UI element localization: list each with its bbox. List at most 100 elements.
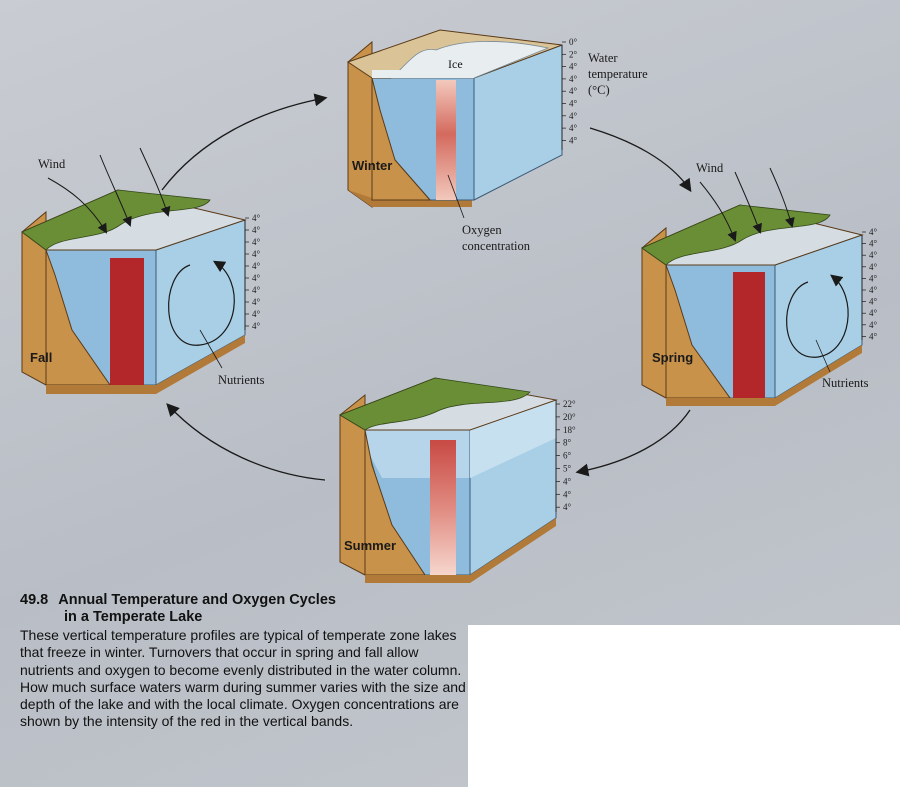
nutrients-label-fall: Nutrients bbox=[218, 373, 265, 387]
spring-label: Spring bbox=[652, 350, 693, 365]
wind-arrow-fall-1 bbox=[47, 177, 108, 234]
wind-arrow-fall-2 bbox=[99, 154, 132, 227]
temp-tick-label: 4° bbox=[563, 489, 572, 499]
figure-caption: 49.8 Annual Temperature and Oxygen Cycles… bbox=[20, 592, 468, 731]
oxygen-leader-line bbox=[447, 174, 465, 219]
temp-tick-label: 20° bbox=[563, 412, 576, 422]
caption-title-line2: in a Temperate Lake bbox=[64, 609, 203, 625]
summer-grass bbox=[339, 377, 531, 431]
water-temperature-line3: (°C) bbox=[588, 83, 610, 97]
temp-tick-label: 4° bbox=[252, 285, 261, 295]
temp-tick-label: 4° bbox=[252, 321, 261, 331]
spring-temperature-scale: 4°4°4°4°4°4°4°4°4°4° bbox=[862, 227, 878, 341]
caption-number: 49.8 bbox=[20, 592, 49, 608]
spring-block: Spring 4°4°4°4°4°4°4°4°4°4° bbox=[640, 204, 878, 406]
temp-tick-label: 4° bbox=[569, 86, 578, 96]
caption-title: 49.8 Annual Temperature and Oxygen Cycles bbox=[20, 592, 468, 609]
wind-arrow-spring-2 bbox=[734, 171, 762, 234]
summer-oxygen-band bbox=[430, 440, 456, 575]
spring-oxygen-band bbox=[733, 272, 765, 398]
fall-soil-slope bbox=[45, 249, 111, 386]
temp-tick-label: 4° bbox=[569, 135, 578, 145]
temp-tick-label: 18° bbox=[563, 425, 576, 435]
temp-tick-label: 4° bbox=[869, 308, 878, 318]
cycle-arrow-fall-to-winter bbox=[161, 93, 328, 191]
temp-tick-label: 4° bbox=[869, 262, 878, 272]
temp-tick-label: 4° bbox=[869, 331, 878, 341]
fall-label: Fall bbox=[30, 350, 52, 365]
fall-temperature-scale: 4° 4° 4° 4° 4° 4° 4° 4° 4° 4° bbox=[245, 213, 261, 331]
temp-tick-label: 4° bbox=[869, 320, 878, 330]
summer-soil-bottom bbox=[365, 518, 556, 583]
water-temperature-line2: temperature bbox=[588, 67, 648, 81]
temp-tick-label: 4° bbox=[563, 502, 572, 512]
wind-label-spring: Wind bbox=[696, 161, 724, 175]
spring-soil-slope bbox=[665, 264, 731, 399]
temp-tick-label: 4° bbox=[569, 74, 578, 84]
temp-tick-label: 4° bbox=[252, 237, 261, 247]
temp-tick-label: 2° bbox=[569, 49, 578, 59]
cycle-arrow-summer-to-fall bbox=[166, 403, 326, 481]
winter-label: Winter bbox=[352, 158, 392, 173]
temp-tick-label: 4° bbox=[869, 227, 878, 237]
oxygen-label-line1: Oxygen bbox=[462, 223, 502, 237]
water-temperature-label: Water temperature (°C) bbox=[588, 51, 648, 97]
fall-circulation-arrow bbox=[168, 260, 235, 346]
nutrients-leader-spring bbox=[815, 339, 831, 373]
nutrients-leader-fall bbox=[199, 329, 223, 369]
summer-temperature-scale: 22° 20° 18° 8° 6° 5° 4° 4° 4° bbox=[556, 399, 576, 512]
winter-temperature-scale: 0° 2° 4° 4° 4° 4° 4° 4° 4° bbox=[562, 37, 578, 145]
wind-arrow-spring-3 bbox=[769, 167, 795, 228]
temp-tick-label: 4° bbox=[252, 297, 261, 307]
fall-oxygen-band bbox=[110, 258, 144, 385]
temp-tick-label: 4° bbox=[569, 99, 578, 109]
wind-arrow-spring-1 bbox=[699, 181, 737, 242]
temp-tick-label: 4° bbox=[869, 273, 878, 283]
water-temperature-line1: Water bbox=[588, 51, 618, 65]
summer-soil-slope bbox=[364, 429, 426, 576]
temp-tick-label: 6° bbox=[563, 451, 572, 461]
winter-oxygen-band bbox=[436, 80, 456, 200]
temp-tick-label: 4° bbox=[569, 111, 578, 121]
lake-cycle-diagram: Winter Ice 0°2°4°4°4°4°4°4°4° Water temp… bbox=[21, 29, 878, 583]
temp-tick-label: 4° bbox=[869, 239, 878, 249]
winter-ice-layer-front bbox=[372, 70, 474, 78]
summer-block: Summer 22° 20° 18° 8° 6° 5° 4° 4° 4° bbox=[338, 377, 576, 583]
fall-soil-bottom bbox=[46, 335, 245, 394]
oxygen-label-line2: concentration bbox=[462, 239, 531, 253]
temp-tick-label: 4° bbox=[252, 261, 261, 271]
summer-label: Summer bbox=[344, 538, 396, 553]
caption-title-line1: Annual Temperature and Oxygen Cycles bbox=[58, 592, 336, 608]
spring-circulation-arrow bbox=[786, 274, 849, 358]
cycle-arrow-winter-to-spring bbox=[589, 127, 692, 193]
temp-tick-label: 4° bbox=[569, 62, 578, 72]
cycle-arrow-spring-to-summer bbox=[575, 409, 691, 477]
temp-tick-label: 4° bbox=[252, 213, 261, 223]
temp-tick-label: 4° bbox=[252, 309, 261, 319]
spring-soil-bottom bbox=[666, 345, 862, 406]
winter-ice-surface bbox=[391, 41, 550, 79]
caption-body: These vertical temperature profiles are … bbox=[20, 627, 466, 730]
summer-water-side-warm bbox=[470, 400, 556, 478]
temp-tick-label: 4° bbox=[252, 249, 261, 259]
winter-soil-slope bbox=[371, 77, 432, 201]
temp-tick-label: 4° bbox=[563, 476, 572, 486]
temp-tick-label: 0° bbox=[569, 37, 578, 47]
temp-tick-label: 4° bbox=[869, 250, 878, 260]
temp-tick-label: 4° bbox=[569, 123, 578, 133]
nutrients-label-spring: Nutrients bbox=[822, 376, 869, 390]
temp-tick-label: 4° bbox=[252, 225, 261, 235]
temp-tick-label: 4° bbox=[869, 285, 878, 295]
fall-block: Fall 4° 4° 4° 4° 4° 4° 4° 4° 4° 4° bbox=[21, 189, 261, 394]
blank-white-area bbox=[468, 625, 900, 787]
wind-label-fall: Wind bbox=[38, 157, 66, 171]
temp-tick-label: 4° bbox=[252, 273, 261, 283]
temp-tick-label: 8° bbox=[563, 438, 572, 448]
ice-label: Ice bbox=[448, 57, 463, 71]
temp-tick-label: 5° bbox=[563, 464, 572, 474]
temp-tick-label: 4° bbox=[869, 297, 878, 307]
winter-block: Winter Ice 0° 2° 4° 4° 4° 4° 4° 4° 4° bbox=[346, 29, 578, 208]
wind-arrow-fall-3 bbox=[139, 147, 171, 217]
fall-grass bbox=[21, 189, 211, 251]
temp-tick-label: 22° bbox=[563, 399, 576, 409]
